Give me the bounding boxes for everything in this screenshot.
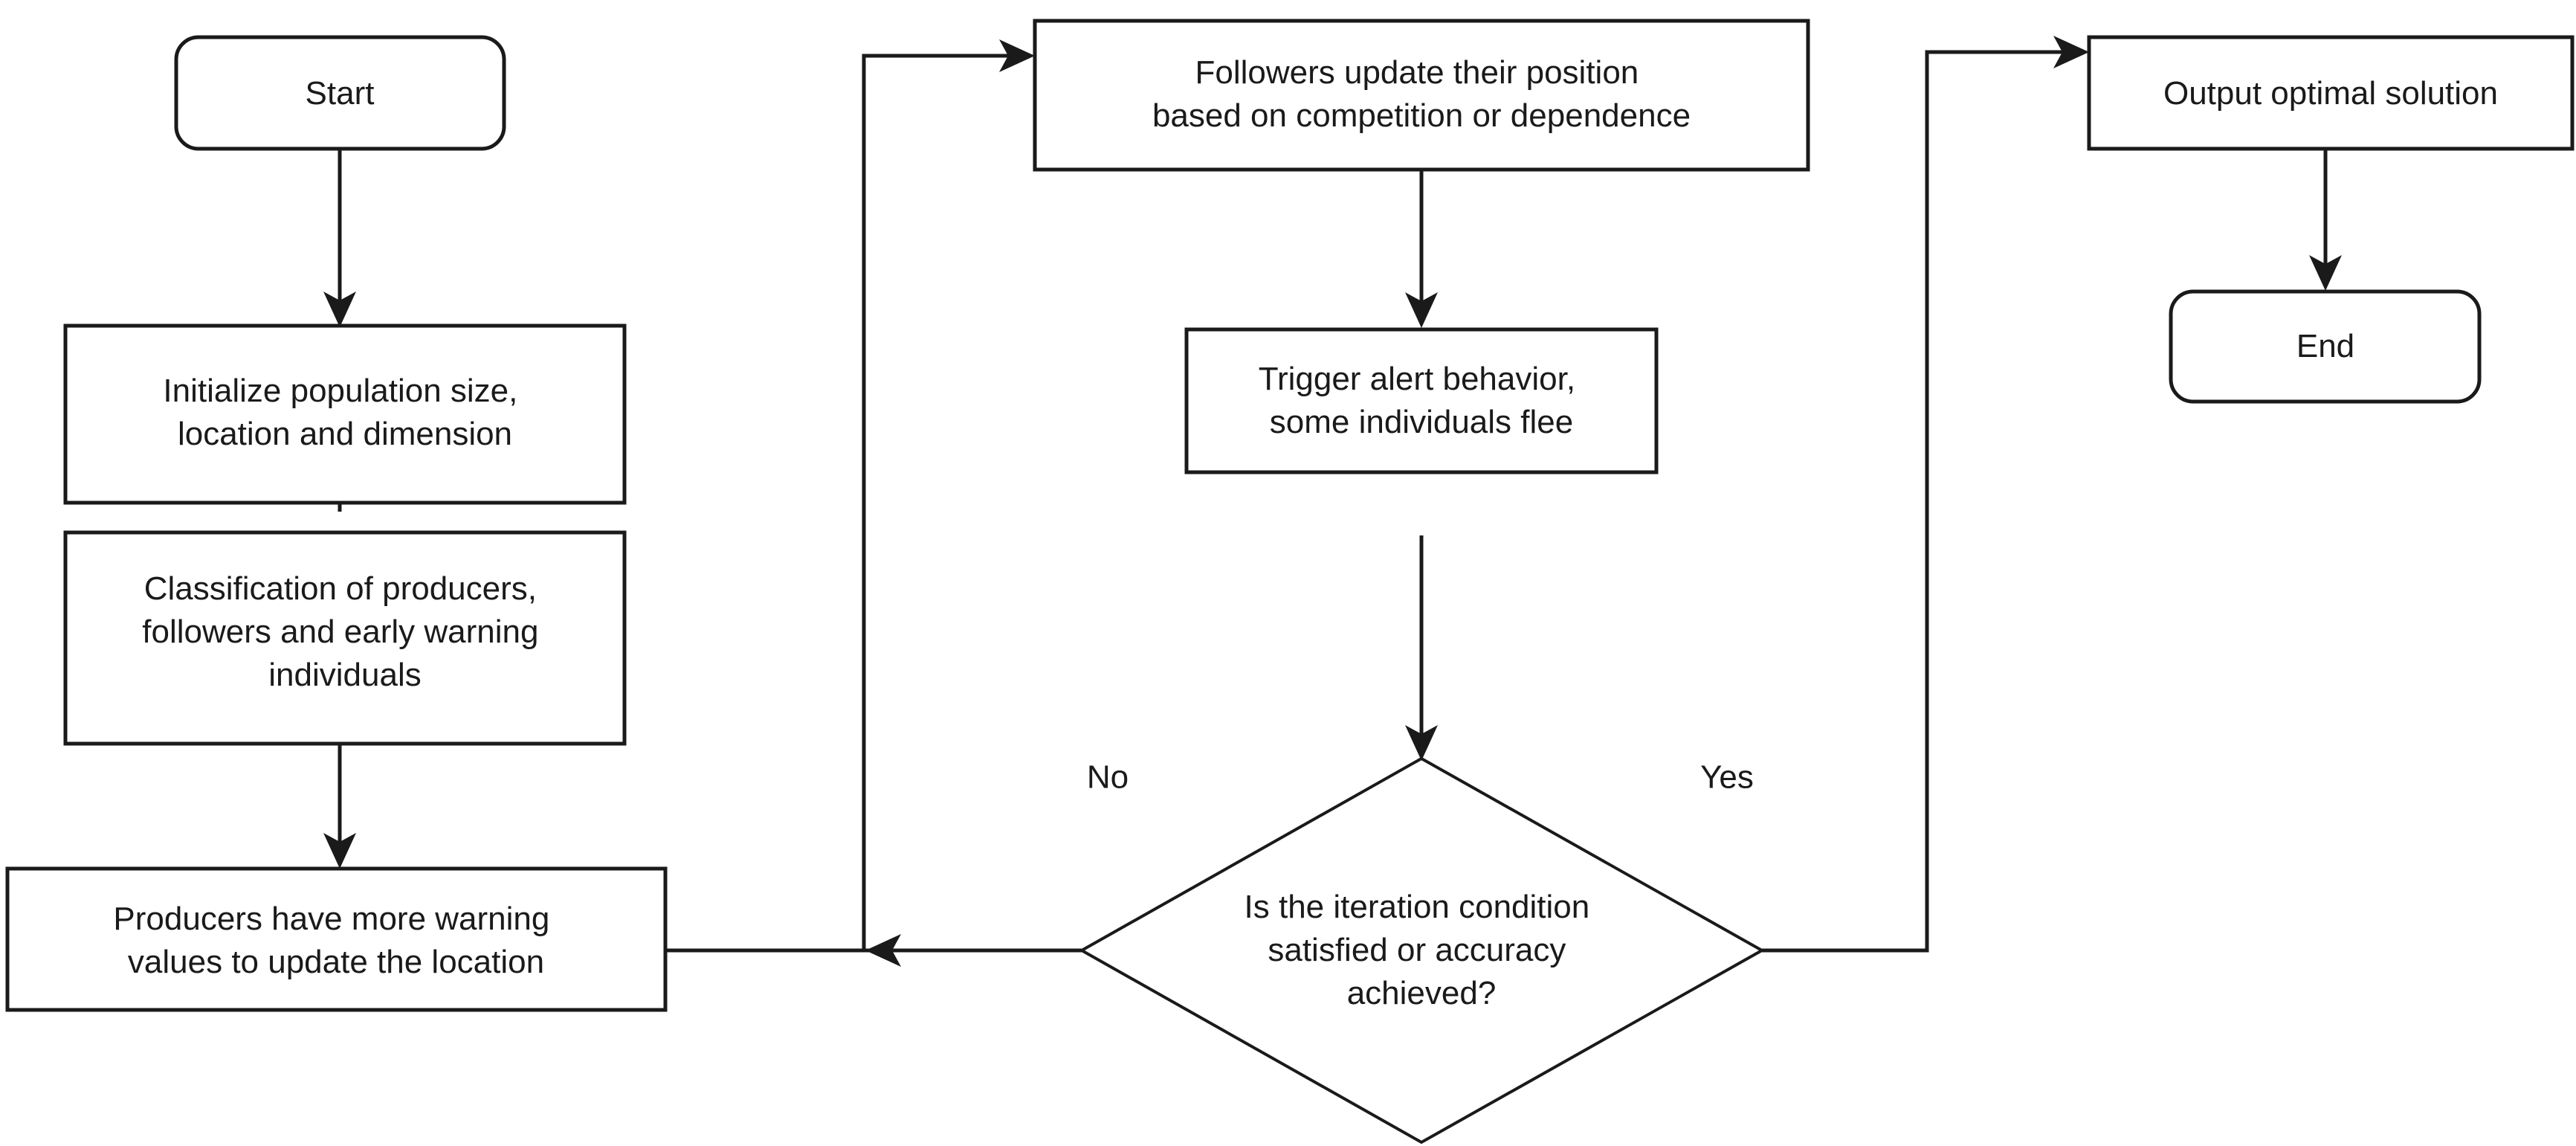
svg-text:Output optimal solution: Output optimal solution <box>2163 75 2498 112</box>
node-end-shape[interactable] <box>2169 289 2482 404</box>
node-end[interactable]: End <box>2169 289 2482 404</box>
svg-text:Producers have more warning: Producers have more warning values to up… <box>113 901 558 980</box>
node-decision-line-3: achieved? <box>1347 975 1497 1011</box>
arrow-head-icon <box>2053 36 2089 68</box>
node-producers-shape[interactable] <box>5 866 668 1012</box>
svg-text:Initialize population size,: Initialize population size, location and… <box>163 373 526 452</box>
edge-label-no: No <box>1087 759 1129 796</box>
node-classification-shape[interactable] <box>63 530 627 746</box>
edge-followers-to-trigger <box>1405 170 1438 328</box>
edge-producers-to-followers <box>665 39 1035 953</box>
arrow-head-icon <box>1405 725 1438 761</box>
arrow-head-icon <box>1405 292 1438 328</box>
node-initialize-line-1: Initialize population size, <box>163 373 517 409</box>
node-trigger-line-2: some individuals flee <box>1270 404 1573 440</box>
svg-text:Followers update their positio: Followers update their position based on… <box>1152 54 1691 134</box>
svg-text:Trigger alert behavior,: Trigger alert behavior, some individuals… <box>1259 361 1585 440</box>
edge-line <box>1762 50 2071 953</box>
node-decision[interactable]: Is the iteration condition satisfied or … <box>1078 756 1766 1145</box>
node-start-shape[interactable] <box>174 35 506 151</box>
node-followers-line-2: based on competition or dependence <box>1152 97 1691 134</box>
node-producers-line-1: Producers have more warning <box>113 901 549 937</box>
node-start-line-1: Start <box>306 75 375 112</box>
edge-output-to-end <box>2309 149 2342 291</box>
arrow-head-icon <box>323 292 356 327</box>
node-followers-shape[interactable] <box>1033 19 1810 172</box>
node-followers[interactable]: Followers update their position based on… <box>1033 19 1810 172</box>
edge-classification-to-producers <box>323 744 356 869</box>
node-initialize-shape[interactable] <box>63 323 627 505</box>
node-output-shape[interactable] <box>2087 35 2575 151</box>
arrow-head-icon <box>999 39 1035 72</box>
edge-start-to-initialize <box>323 149 356 327</box>
edge-label-yes: Yes <box>1700 759 1754 796</box>
arrow-head-icon <box>323 833 356 869</box>
edge-line <box>665 54 1017 953</box>
node-trigger[interactable]: Trigger alert behavior, some individuals… <box>1184 327 1659 474</box>
node-decision-shape[interactable] <box>1078 756 1766 1145</box>
edge-trigger-to-decision <box>1405 535 1438 761</box>
node-classification-line-1: Classification of producers, <box>144 570 537 607</box>
node-classification-line-2: followers and early warning <box>142 614 538 650</box>
node-followers-line-1: Followers update their position <box>1195 54 1639 91</box>
node-decision-line-2: satisfied or accuracy <box>1268 932 1566 968</box>
node-output-line-1: Output optimal solution <box>2163 75 2498 112</box>
node-trigger-line-1: Trigger alert behavior, <box>1259 361 1575 397</box>
node-decision-line-1: Is the iteration condition <box>1245 889 1590 925</box>
svg-text:Start: Start <box>306 75 375 112</box>
node-trigger-shape[interactable] <box>1184 327 1659 474</box>
node-producers[interactable]: Producers have more warning values to up… <box>5 866 668 1012</box>
node-classification-line-3: individuals <box>268 657 421 693</box>
svg-text:Is the iteration condition: Is the iteration condition satisfied or … <box>1245 889 1599 1011</box>
svg-text:Classification of producers,: Classification of producers, followers a… <box>142 570 547 693</box>
node-initialize[interactable]: Initialize population size, location and… <box>63 323 627 505</box>
svg-text:End: End <box>2296 328 2354 364</box>
arrow-head-icon <box>865 934 901 967</box>
node-classification[interactable]: Classification of producers, followers a… <box>63 530 627 746</box>
node-start[interactable]: Start <box>174 35 506 151</box>
node-output[interactable]: Output optimal solution <box>2087 35 2575 151</box>
node-initialize-line-2: location and dimension <box>178 416 512 452</box>
node-end-line-1: End <box>2296 328 2354 364</box>
arrow-head-icon <box>2309 255 2342 291</box>
node-producers-line-2: values to update the location <box>128 944 544 980</box>
edge-decision-yes-to-output <box>1762 36 2089 953</box>
edge-decision-no-to-producers <box>665 934 1082 967</box>
